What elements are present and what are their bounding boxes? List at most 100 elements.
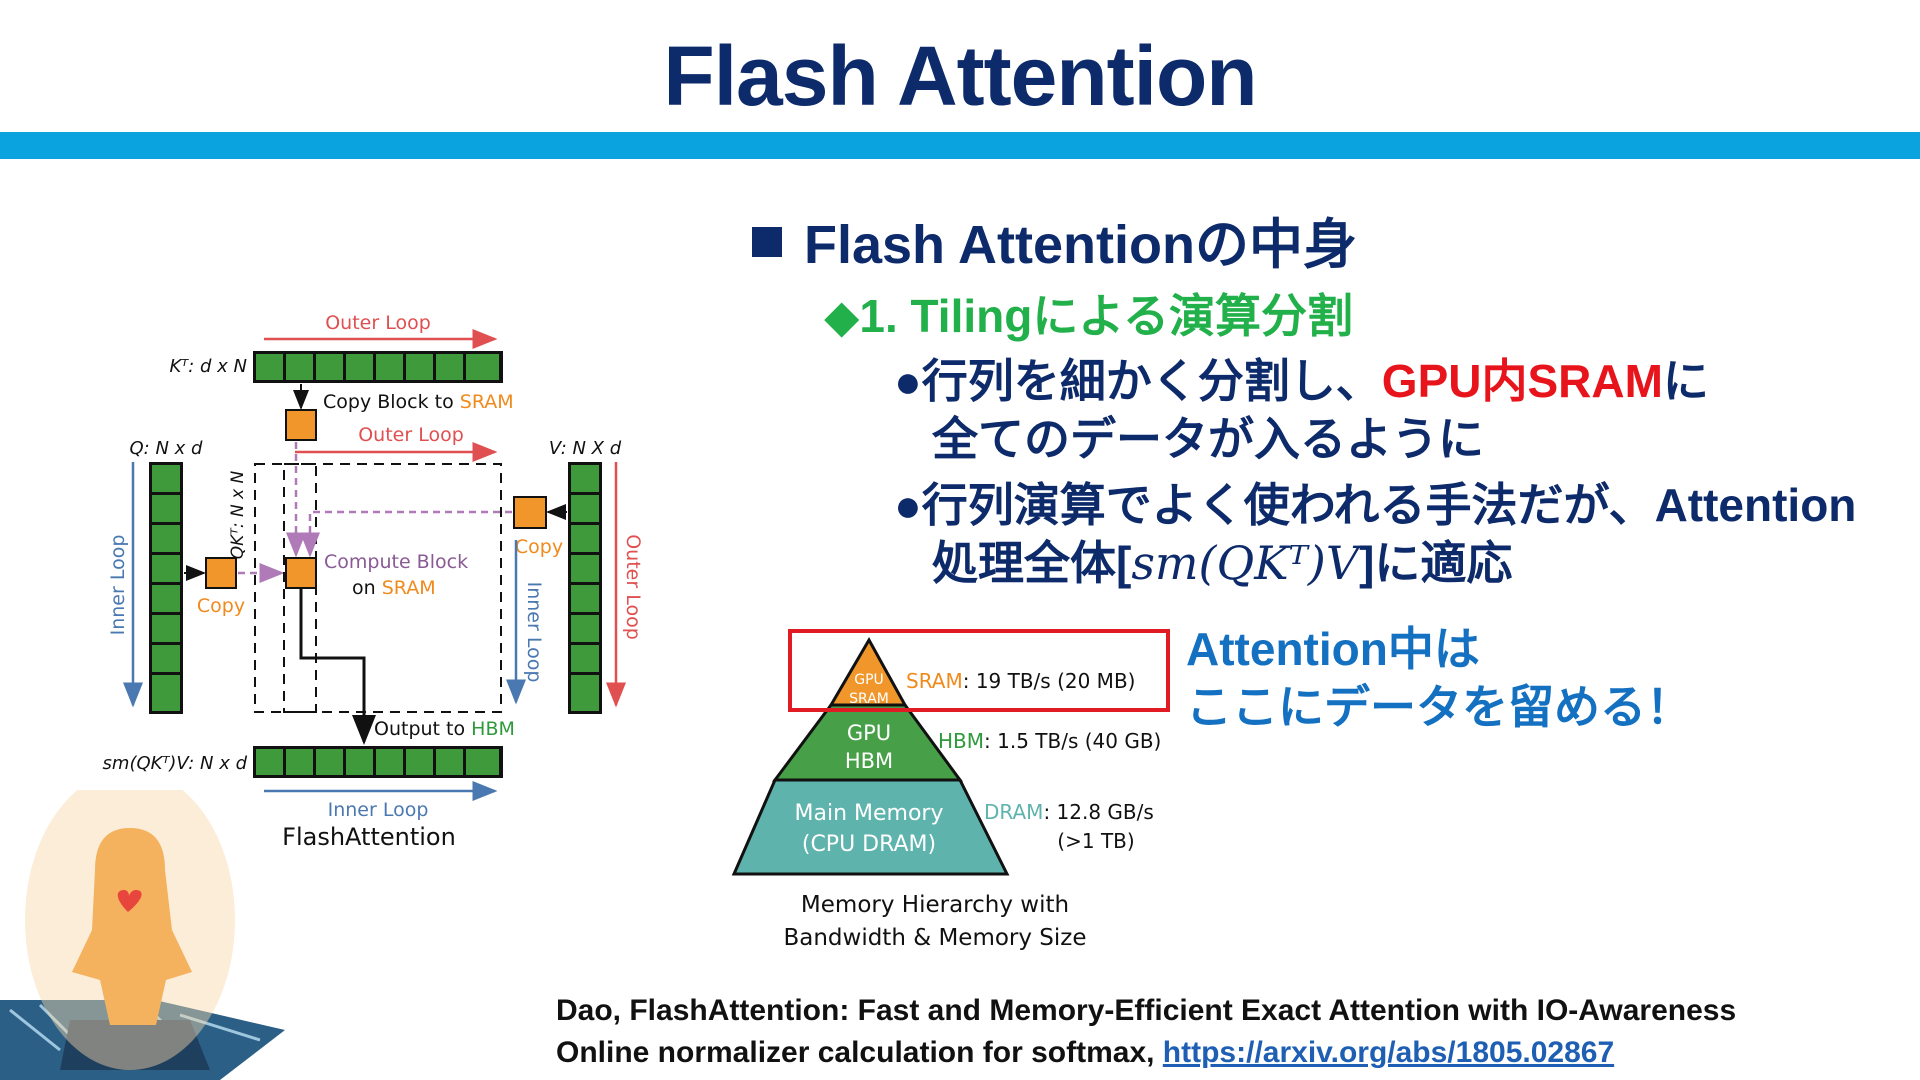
- matrix-cell: [286, 354, 313, 380]
- section-heading: Flash Attentionの中身: [752, 200, 1357, 279]
- matrix-cell: [571, 525, 599, 552]
- matrix-cell: [406, 749, 433, 775]
- inner-loop-label-left: Inner Loop: [107, 535, 129, 636]
- matrix-cell: [571, 555, 599, 582]
- reference-line-2: Online normalizer calculation for softma…: [556, 1032, 1736, 1074]
- v-copy-label: Copy: [515, 536, 563, 558]
- pyramid-sram-layer: [828, 636, 908, 707]
- q-copy-label: Copy: [197, 595, 245, 617]
- bullet-2-line1: ●行列演算でよく使われる手法だが、Attention: [894, 479, 1857, 531]
- matrix-cell: [571, 585, 599, 612]
- matrix-cell: [436, 354, 463, 380]
- output-matrix: [253, 746, 503, 778]
- q-label: Q: N x d: [130, 438, 204, 459]
- flashattention-diagram: Outer Loop Kᵀ: d x N Copy Block to SRAM …: [103, 312, 644, 851]
- sram-spec: SRAM: 19 TB/s (20 MB): [906, 669, 1135, 693]
- sram-note: Attention中は ここにデータを留める！: [1186, 620, 1692, 736]
- bullet-1-prefix: ●行列を細かく分割し、: [894, 355, 1382, 407]
- qkt-region: [254, 463, 502, 713]
- qkt-label: QKᵀ: N x N: [228, 470, 248, 559]
- compute-sram-block: [285, 557, 317, 589]
- mascot-illustration: [0, 790, 285, 1080]
- matrix-cell: [152, 555, 180, 582]
- matrix-cell: [466, 354, 499, 380]
- matrix-cell: [346, 354, 373, 380]
- bullet-1-line2: 全てのデータが入るように: [932, 413, 1484, 465]
- v-matrix: [568, 462, 602, 714]
- bullet-1-highlight: GPU内SRAM: [1381, 355, 1663, 407]
- section-heading-text: Flash Attentionの中身: [804, 215, 1357, 275]
- slide-title: Flash Attention: [663, 29, 1257, 123]
- bullet-2-line2-suffix: ]に適応: [1359, 537, 1513, 589]
- pyramid-top-line2: SRAM: [849, 691, 889, 707]
- pyramid-dram-layer: [731, 778, 1010, 876]
- mascot-body: [72, 828, 192, 1025]
- matrix-cell: [466, 749, 499, 775]
- dram-spec: DRAM: 12.8 GB/s: [984, 800, 1154, 824]
- q-matrix: [149, 462, 183, 714]
- matrix-cell: [406, 354, 433, 380]
- matrix-cell: [346, 749, 373, 775]
- hbm-spec: HBM: 1.5 TB/s (40 GB): [938, 729, 1161, 753]
- title-underline: [0, 132, 1920, 159]
- compute-on-sram-label: on SRAM: [352, 577, 436, 599]
- output-to-hbm-label: Output to HBM: [374, 718, 515, 740]
- output-arrow: [299, 589, 376, 745]
- outer-loop-label-right: Outer Loop: [622, 534, 644, 640]
- kt-label: Kᵀ: d x N: [169, 356, 247, 377]
- kt-sram-block: [285, 409, 317, 441]
- matrix-cell: [152, 615, 180, 642]
- bullet-1: ●行列を細かく分割し、GPU内SRAMに 全てのデータが入るように: [894, 352, 1709, 468]
- matrix-cell: [316, 749, 343, 775]
- kt-matrix: [253, 351, 503, 383]
- sram-note-line1: Attention中は: [1186, 623, 1480, 675]
- heart-icon: [117, 890, 142, 912]
- inner-loop-label-bottom: Inner Loop: [328, 799, 429, 821]
- references: Dao, FlashAttention: Fast and Memory-Eff…: [556, 990, 1736, 1074]
- arxiv-link[interactable]: https://arxiv.org/abs/1805.02867: [1162, 1036, 1615, 1069]
- matrix-cell: [571, 465, 599, 492]
- bullet-2: ●行列演算でよく使われる手法だが、Attention 処理全体[sm(QKᵀ)V…: [894, 476, 1856, 592]
- pyramid-caption-line1: Memory Hierarchy with: [801, 892, 1069, 918]
- q-sram-block: [205, 557, 237, 589]
- copy-block-label: Copy Block to SRAM: [323, 391, 514, 413]
- pyramid-bottom-line2: (CPU DRAM): [802, 832, 936, 857]
- matrix-cell: [152, 585, 180, 612]
- matrix-cell: [376, 354, 403, 380]
- bullet-2-line2-prefix: 処理全体[: [932, 537, 1132, 589]
- outer-loop-label-top: Outer Loop: [325, 312, 431, 334]
- pyramid-top-line1: GPU: [854, 672, 884, 688]
- matrix-cell: [256, 749, 283, 775]
- output-label: sm(QKᵀ)V: N x d: [103, 753, 248, 774]
- matrix-cell: [571, 615, 599, 642]
- v-to-compute-arrow: [300, 510, 512, 558]
- pyramid-caption-line2: Bandwidth & Memory Size: [783, 925, 1086, 951]
- matrix-cell: [571, 495, 599, 522]
- compute-block-label: Compute Block: [324, 551, 468, 573]
- circuit-chip: [60, 1020, 210, 1070]
- matrix-cell: [256, 354, 283, 380]
- matrix-cell: [152, 465, 180, 492]
- memory-hierarchy-diagram: GPU SRAM GPU HBM Main Memory (CPU DRAM) …: [731, 629, 1170, 951]
- pyramid-mid-line2: HBM: [845, 749, 893, 773]
- v-sram-block: [513, 496, 547, 529]
- subheading: ◆1. Tilingによる演算分割: [824, 290, 1353, 342]
- bullet-2-line2: 処理全体[sm(QKᵀ)V]に適応: [894, 534, 1856, 592]
- square-bullet-icon: [752, 227, 782, 257]
- v-label: V: N X d: [549, 438, 622, 459]
- matrix-cell: [152, 525, 180, 552]
- inner-loop-label-right: Inner Loop: [523, 582, 545, 683]
- reference-line-2-text: Online normalizer calculation for softma…: [556, 1036, 1163, 1069]
- matrix-cell: [571, 675, 599, 711]
- dram-size: (>1 TB): [1057, 829, 1134, 853]
- matrix-cell: [286, 749, 313, 775]
- matrix-cell: [152, 645, 180, 672]
- matrix-cell: [436, 749, 463, 775]
- matrix-cell: [152, 675, 180, 711]
- diagram-caption: FlashAttention: [282, 823, 456, 851]
- reference-line-1: Dao, FlashAttention: Fast and Memory-Eff…: [556, 994, 1737, 1027]
- matrix-cell: [152, 495, 180, 522]
- sram-note-line2: ここにデータを留める！: [1186, 681, 1692, 733]
- bullet-2-formula: sm(QKᵀ)V: [1131, 536, 1360, 590]
- pyramid-bottom-line1: Main Memory: [795, 801, 944, 826]
